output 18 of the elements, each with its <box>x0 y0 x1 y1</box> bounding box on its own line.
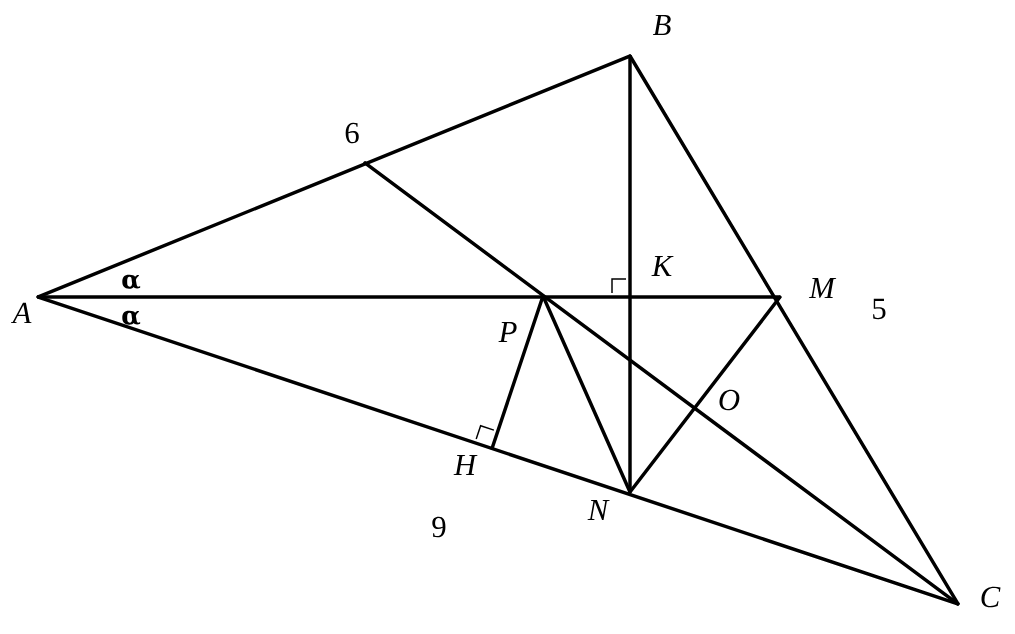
point-label: P <box>498 321 517 343</box>
point-label: O <box>719 389 740 411</box>
point-label: N <box>587 499 610 521</box>
point-label: C <box>981 586 1001 608</box>
point-label: A <box>10 302 32 324</box>
point-label: H <box>453 454 478 476</box>
angle-mark: α <box>122 274 141 289</box>
length-label: 9 <box>432 516 446 538</box>
angle-mark: α <box>122 310 141 325</box>
point <box>363 161 367 165</box>
point-label: B <box>652 14 671 36</box>
length-label: 6 <box>345 122 359 144</box>
point-label: M <box>808 277 837 299</box>
length-label: 5 <box>873 298 886 320</box>
line-segment <box>363 161 960 606</box>
line-segment <box>36 295 782 299</box>
line-segment <box>628 295 782 494</box>
point-label: K <box>651 255 674 277</box>
